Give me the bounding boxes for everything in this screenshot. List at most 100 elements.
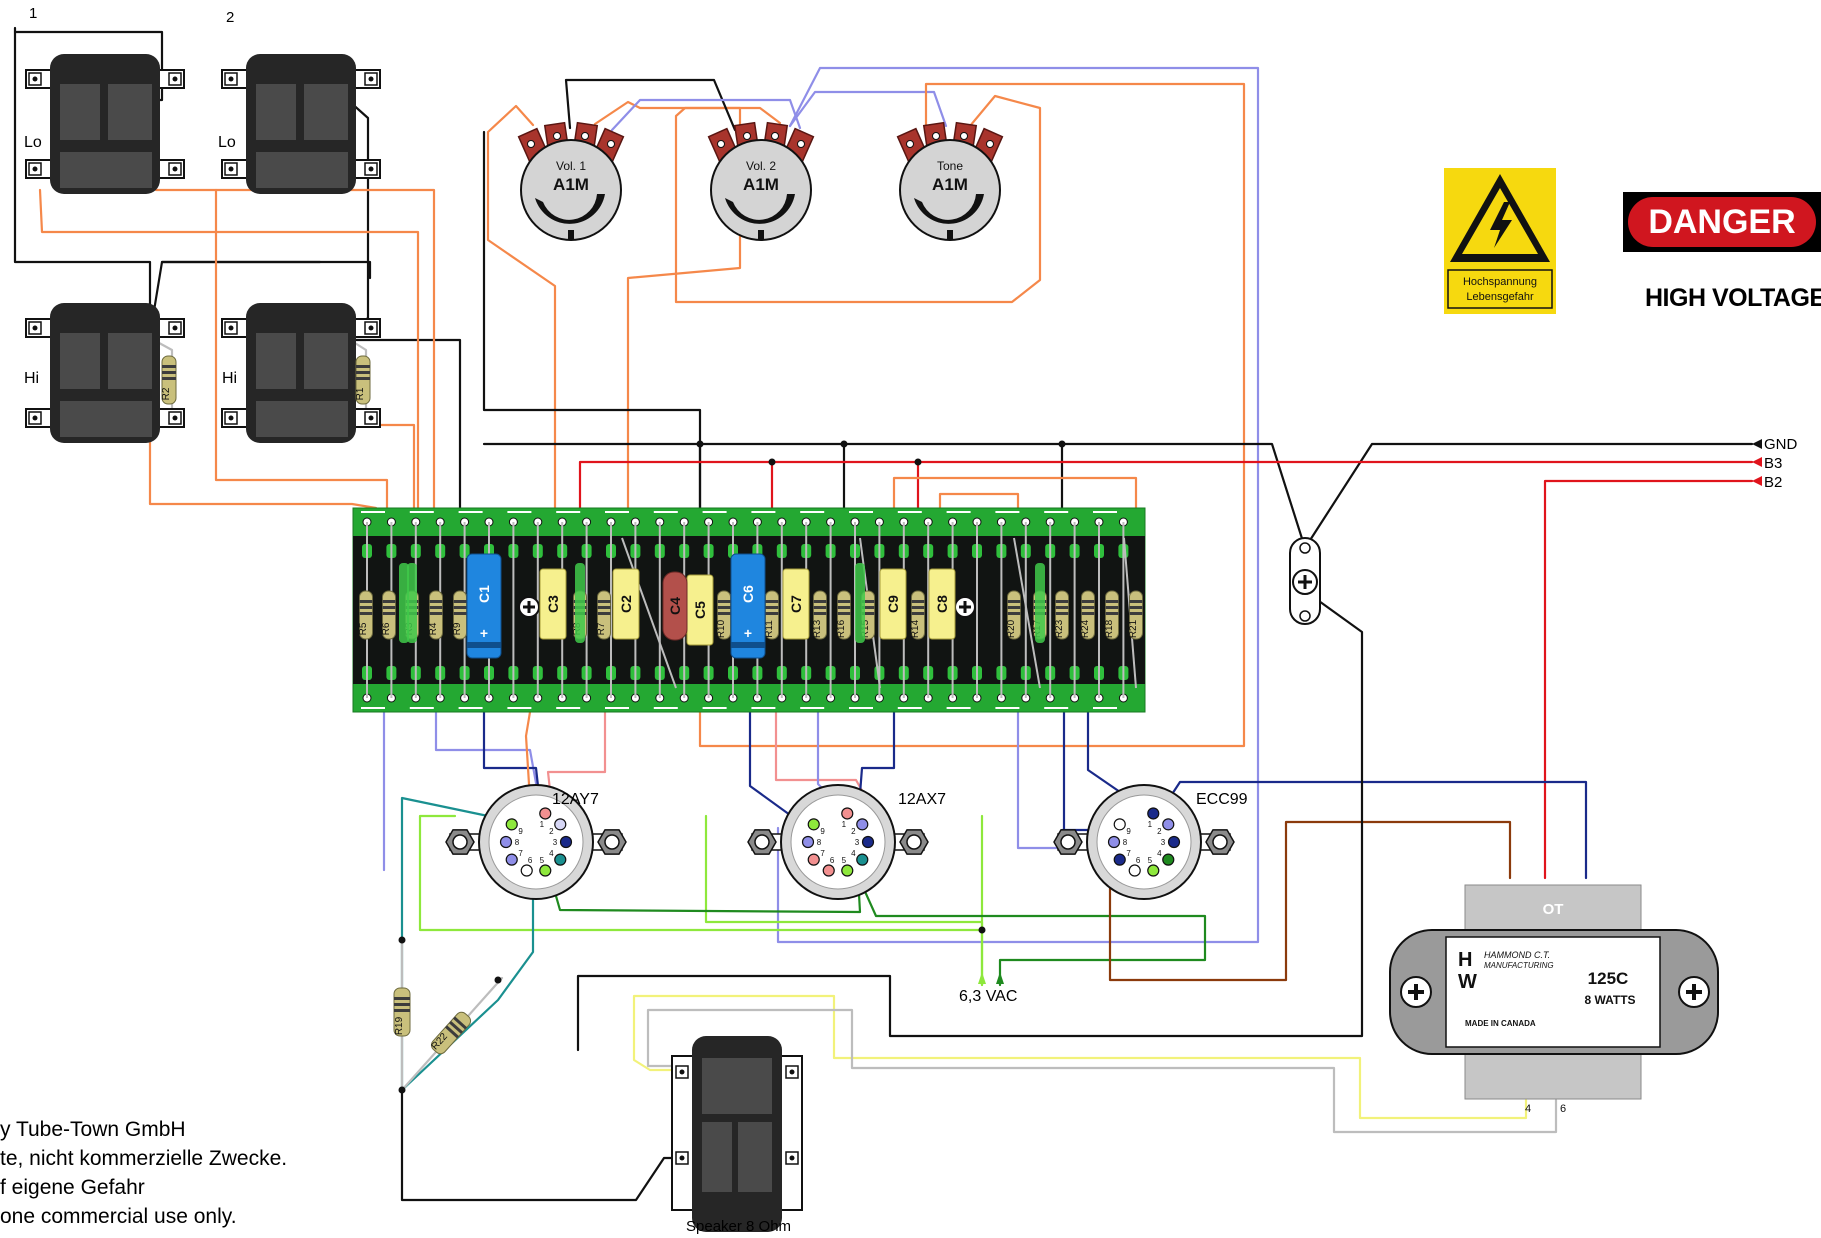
tube-12ax7-pin-number: 5: [842, 856, 847, 865]
resistor-r24-band: [1081, 612, 1095, 615]
tube-12ay7-pin-number: 4: [549, 849, 554, 858]
resistor-r4-band: [429, 600, 443, 603]
tube2-type: 12AX7: [898, 791, 947, 808]
tube-12ay7-pin: [554, 853, 567, 866]
rail-arrow-0: [1752, 439, 1762, 449]
tube-12ax7-pin: [841, 864, 854, 877]
board-screw-cross: [523, 601, 535, 613]
pot-tone-lug-hole: [932, 132, 940, 140]
jack-input1-lo-lug-hole: [172, 166, 178, 172]
ot-screw-cross: [1408, 984, 1424, 1000]
ot-model: 125C: [1588, 969, 1629, 988]
resistor-r16-band: [837, 600, 851, 603]
resistor-r10-band: [717, 606, 731, 609]
tube-12ax7-pin-number: 6: [830, 856, 835, 865]
tube-ecc99-pin: [1167, 835, 1181, 849]
resistor-r20-band: [1007, 600, 1021, 603]
pot-vol2-lug-hole: [771, 132, 779, 140]
pot-vol2: Vol. 2 A1M: [707, 121, 815, 241]
resistor-r5-band: [359, 600, 373, 603]
junction-dot: [1058, 440, 1066, 448]
tube-12ax7-pin-number: 4: [851, 849, 856, 858]
resistor-r2-band: [162, 371, 176, 374]
resistor-r23: R23: [1054, 590, 1069, 640]
tube-ecc99-pin-number: 9: [1126, 827, 1131, 836]
pot-vol2-arc: [725, 194, 795, 224]
cap-c1-label: C1: [476, 585, 492, 603]
tube-ecc99-pin-number: 7: [1126, 849, 1131, 858]
resistor-r16-label: R16: [836, 619, 847, 638]
wire-speaker-grey: [646, 1008, 1558, 1134]
cap-c1-body: [466, 553, 502, 659]
cap-c4-body: [662, 571, 688, 641]
tube-12ay7-pin-number: 6: [528, 856, 533, 865]
pot-vol1-lug-hole: [553, 132, 561, 140]
jack2-lo-label: Lo: [218, 134, 236, 151]
resistor-r14-band: [911, 606, 925, 609]
resistor-r23-band: [1055, 612, 1069, 615]
pot-vol2-value: A1M: [743, 175, 779, 194]
resistor-r1: R1: [355, 355, 371, 405]
resistor-stub: [855, 563, 865, 643]
tube-ecc99-pin: [1113, 818, 1126, 831]
jack2-hi-label: Hi: [222, 370, 238, 387]
rail-gnd-label: GND: [1764, 436, 1798, 453]
resistor-r5-band: [359, 606, 373, 609]
tube-ecc99-pin: [1147, 807, 1160, 820]
jack-input2-hi-window-1: [256, 333, 296, 389]
resistor-r16: R16: [836, 590, 851, 640]
ot-brand-1: HAMMOND C.T.: [1484, 950, 1550, 960]
wire-jack2-hi-out: [345, 423, 416, 510]
junction-dot: [978, 926, 986, 934]
rail-b2-label: B2: [1764, 474, 1783, 491]
jack-input2-hi-window-2: [304, 333, 348, 389]
pot-vol1-value: A1M: [553, 175, 589, 194]
jack-speaker-lug-hole: [679, 1069, 685, 1075]
tube-12ay7-pin: [554, 818, 567, 831]
cap-c3-body: [539, 568, 567, 640]
resistor-r21: R21: [1128, 590, 1143, 640]
resistor-r11-band: [765, 612, 779, 615]
ot-label-plate: [1445, 936, 1661, 1048]
resistor-r13-band: [813, 612, 827, 615]
resistor-r11-label: R11: [764, 620, 775, 638]
resistor-r7-band: [597, 612, 611, 615]
cap-c6-stripe: [731, 642, 765, 648]
resistor-r19-label: R19: [394, 1016, 405, 1035]
resistor-r19-band: [394, 1009, 410, 1012]
tube-12ay7-pin-number: 2: [549, 827, 554, 836]
ot-rating: 8 WATTS: [1584, 993, 1635, 1007]
jack-speaker: [671, 1036, 803, 1232]
resistor-r14-band: [911, 600, 925, 603]
resistor-r7: R7: [596, 590, 611, 640]
jack-input1-lo-window-2: [108, 84, 152, 140]
tube-ecc99-pin: [1128, 864, 1141, 877]
pot-vol2-name: Vol. 2: [746, 159, 776, 173]
rail-arrow-2: [1752, 476, 1762, 486]
wire-board-jumper-1: [892, 476, 1138, 510]
tube-12ax7-nut-hole: [906, 834, 922, 850]
cap-c6: C6+: [730, 553, 766, 659]
wire-speaker-yellow: [632, 994, 1528, 1120]
jack-input2-hi-lug-hole: [228, 325, 234, 331]
speaker-label: Speaker 8 Ohm: [686, 1218, 792, 1235]
pot-vol2-lug-hole: [717, 140, 725, 148]
jack-speaker-window-2: [702, 1122, 732, 1192]
jack-input1-lo-window-1: [60, 84, 100, 140]
jack-input2-lo-window-2: [304, 84, 348, 140]
wire-jack2-to-board: [345, 338, 462, 510]
cap-c6-label: C6: [740, 585, 756, 603]
cap-c2: C2: [612, 568, 640, 640]
tube3-type: ECC99: [1196, 791, 1248, 808]
resistor-r20: R20: [1006, 590, 1021, 640]
tube-12ay7-pin: [505, 853, 518, 866]
wire-r19-r22-leads: [400, 938, 504, 1092]
rail-arrow-1: [1752, 457, 1762, 467]
cap-c9-label: C9: [885, 595, 901, 613]
jack-input2-lo-lug-hole: [368, 76, 374, 82]
resistor-r18-label: R18: [1104, 619, 1115, 638]
resistor-r24: R24: [1080, 590, 1095, 640]
